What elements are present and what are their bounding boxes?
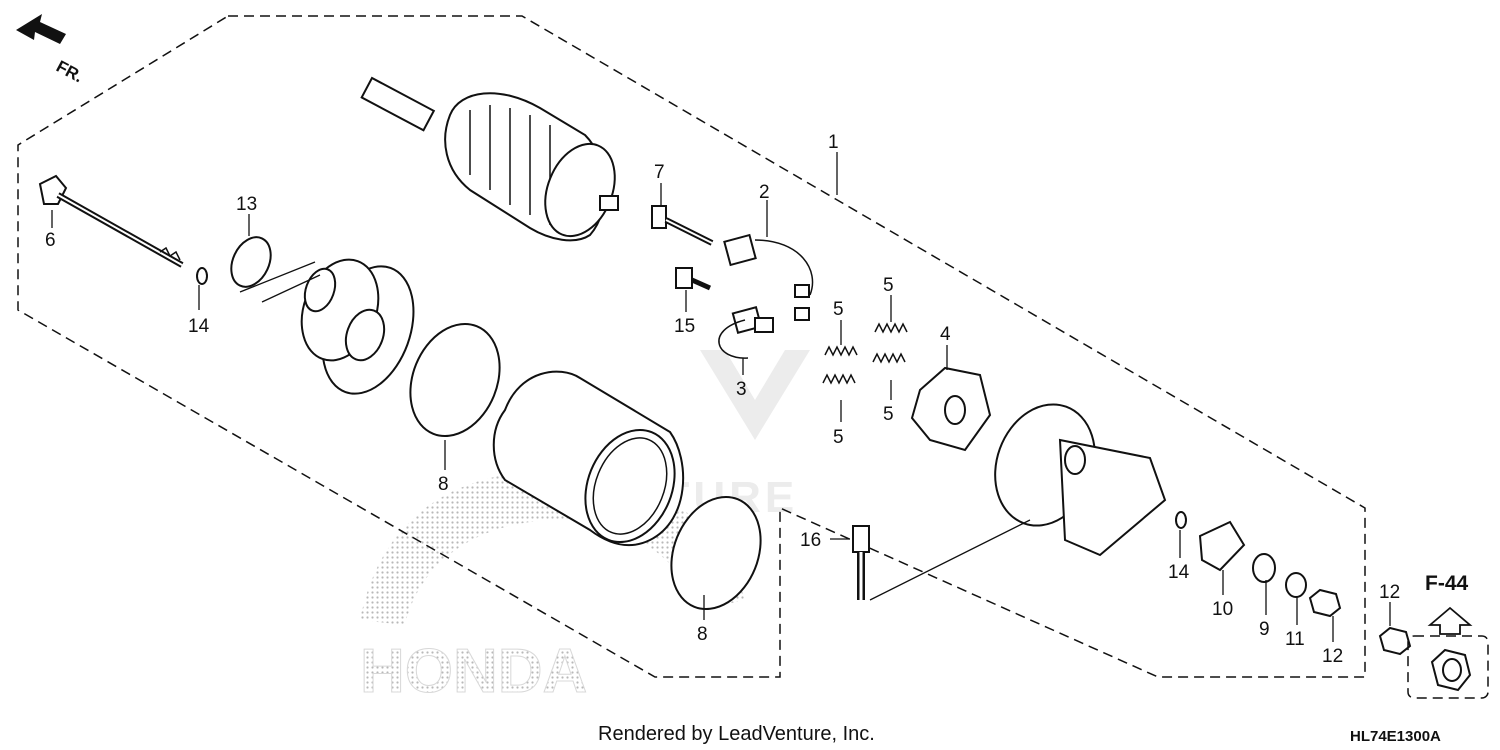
leader-lines <box>51 152 1391 642</box>
reference-f44: F-44 <box>1407 572 1489 699</box>
diagram-code: HL74E1300A <box>1350 728 1441 745</box>
callout-14-right: 14 <box>1168 562 1190 583</box>
callout-8-upper: 8 <box>438 474 449 495</box>
spring-5-d <box>872 352 906 364</box>
callout-8-lower: 8 <box>697 624 708 645</box>
callout-11: 11 <box>1285 629 1305 650</box>
o-ring-left <box>196 267 208 285</box>
rear-cover <box>994 403 1167 557</box>
bolt-16 <box>852 525 870 600</box>
brush-set-3 <box>718 306 810 359</box>
screw-15 <box>675 267 712 291</box>
callout-7: 7 <box>654 162 665 183</box>
motor-case <box>492 370 685 547</box>
nut-12-middle <box>1308 588 1342 618</box>
svg-text:F-44: F-44 <box>1425 572 1469 595</box>
nut-12-right <box>1378 626 1412 656</box>
callout-15: 15 <box>674 316 695 337</box>
callout-12-right: 12 <box>1379 582 1400 603</box>
callout-5-c: 5 <box>883 404 894 425</box>
o-ring-8-lower <box>670 495 762 611</box>
washer-11 <box>1285 572 1307 598</box>
callout-9: 9 <box>1259 619 1270 640</box>
callout-12-middle: 12 <box>1322 646 1343 667</box>
callout-4: 4 <box>940 324 951 345</box>
terminal-insulator-10 <box>1198 520 1246 572</box>
brush-set-2 <box>723 233 814 298</box>
callout-13: 13 <box>236 194 257 215</box>
callout-3: 3 <box>736 379 747 400</box>
assembly-boundary <box>17 15 1366 678</box>
spring-5-a <box>824 345 858 357</box>
spring-5-b <box>822 373 856 385</box>
callout-2: 2 <box>759 182 770 203</box>
o-ring-8-upper <box>409 322 501 438</box>
callout-labels: 1 2 3 4 5 5 5 5 6 7 8 8 9 10 11 12 12 13… <box>45 132 1400 667</box>
callout-5-b: 5 <box>833 299 844 320</box>
brush-holder-4 <box>910 366 992 452</box>
front-cover <box>300 258 415 395</box>
callout-5-a: 5 <box>883 275 894 296</box>
footer-credit: Rendered by LeadVenture, Inc. <box>598 723 875 745</box>
front-direction-arrow-icon: FR. <box>16 14 86 86</box>
screw-7 <box>651 205 714 246</box>
through-bolt <box>38 174 184 268</box>
callout-5-d: 5 <box>833 427 844 448</box>
o-ring-14-right <box>1175 511 1187 529</box>
spring-5-c <box>874 322 908 334</box>
callout-10: 10 <box>1212 599 1233 620</box>
callout-1: 1 <box>828 132 839 153</box>
callout-16: 16 <box>800 530 821 551</box>
o-ring-13 <box>230 236 272 288</box>
washer-9 <box>1252 553 1276 583</box>
armature <box>360 76 619 242</box>
callout-6: 6 <box>45 230 56 251</box>
svg-text:HONDA: HONDA <box>360 637 587 706</box>
callout-14-left: 14 <box>188 316 210 337</box>
direction-label: FR. <box>53 57 86 87</box>
